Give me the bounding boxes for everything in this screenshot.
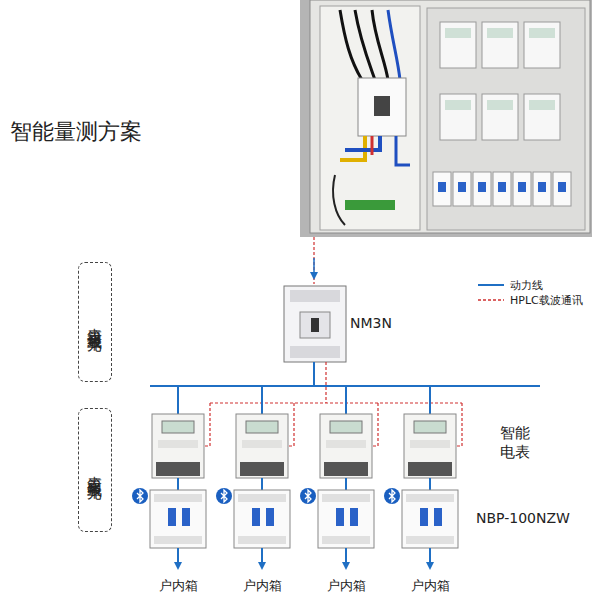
mcb-terminal bbox=[154, 536, 202, 544]
smart-meter bbox=[152, 414, 204, 478]
mcb-toggle bbox=[420, 508, 428, 526]
mcb-toggle bbox=[252, 508, 260, 526]
bluetooth-glyph bbox=[305, 490, 311, 502]
meter-display bbox=[414, 421, 446, 433]
mcb-toggle bbox=[434, 508, 442, 526]
bluetooth-icon bbox=[132, 488, 148, 504]
mcb-terminal bbox=[406, 536, 454, 544]
unit-label: 表箱进线单元 bbox=[86, 316, 104, 328]
meter-terminal bbox=[240, 462, 284, 476]
meter-plate bbox=[410, 440, 450, 448]
mcb-terminal bbox=[322, 536, 370, 544]
legend-sample bbox=[478, 299, 504, 301]
target-label: 户内箱 bbox=[390, 576, 470, 595]
target-label: 户内箱 bbox=[138, 576, 218, 595]
meter-terminal bbox=[324, 462, 368, 476]
mcb-toggle bbox=[350, 508, 358, 526]
mcb-toggle bbox=[336, 508, 344, 526]
legend-text: HPLC载波通讯 bbox=[510, 293, 583, 308]
mcb-breaker bbox=[318, 490, 374, 548]
meter-terminal bbox=[156, 462, 200, 476]
model-label: NM3N bbox=[350, 315, 392, 331]
mcb-terminal bbox=[406, 494, 454, 502]
target-label: 户内箱 bbox=[222, 576, 302, 595]
meter-plate bbox=[242, 440, 282, 448]
mcb-terminal bbox=[238, 536, 286, 544]
mcb-toggle bbox=[182, 508, 190, 526]
mcb-breaker bbox=[150, 490, 206, 548]
cabinet-photo bbox=[300, 0, 592, 237]
power-line bbox=[261, 386, 263, 414]
mcb-toggle bbox=[168, 508, 176, 526]
legend-text: 动力线 bbox=[510, 278, 543, 293]
power-line bbox=[261, 478, 263, 490]
mcb-breaker bbox=[402, 490, 458, 548]
power-line bbox=[177, 386, 179, 414]
mcb-terminal bbox=[322, 494, 370, 502]
bluetooth-icon bbox=[384, 488, 400, 504]
bluetooth-glyph bbox=[137, 490, 143, 502]
power-line bbox=[177, 478, 179, 490]
bluetooth-icon bbox=[300, 488, 316, 504]
power-line bbox=[313, 362, 315, 386]
outgoing-arrow bbox=[261, 548, 263, 566]
outgoing-arrow bbox=[345, 548, 347, 566]
title: 智能量测方案 bbox=[10, 117, 142, 147]
component-label: 智能 电表 bbox=[500, 424, 536, 462]
power-line bbox=[345, 478, 347, 490]
smart-meter bbox=[236, 414, 288, 478]
unit-label: 表箱出线单元 bbox=[86, 464, 104, 476]
incoming-arrow bbox=[313, 258, 315, 276]
meter-plate bbox=[326, 440, 366, 448]
meter-terminal bbox=[408, 462, 452, 476]
outgoing-arrow bbox=[177, 548, 179, 566]
power-line bbox=[429, 386, 431, 414]
unit-box: 表箱出线单元 bbox=[78, 408, 112, 532]
bluetooth-icon bbox=[216, 488, 232, 504]
meter-display bbox=[246, 421, 278, 433]
meter-display bbox=[162, 421, 194, 433]
target-label: 户内箱 bbox=[306, 576, 386, 595]
smart-meter bbox=[404, 414, 456, 478]
legend-sample bbox=[478, 284, 504, 286]
smart-meter bbox=[320, 414, 372, 478]
mccb-breaker bbox=[284, 286, 346, 362]
meter-display bbox=[330, 421, 362, 433]
unit-box: 表箱进线单元 bbox=[78, 262, 112, 382]
breaker-node: NM3N bbox=[282, 284, 402, 364]
power-line bbox=[345, 386, 347, 414]
bluetooth-glyph bbox=[221, 490, 227, 502]
mcb-terminal bbox=[154, 494, 202, 502]
hplc-line bbox=[313, 237, 314, 284]
model-label: NBP-100NZW bbox=[476, 509, 586, 528]
power-line bbox=[429, 478, 431, 490]
outgoing-arrow bbox=[429, 548, 431, 566]
meter-plate bbox=[158, 440, 198, 448]
mcb-terminal bbox=[238, 494, 286, 502]
mcb-breaker bbox=[234, 490, 290, 548]
bluetooth-glyph bbox=[389, 490, 395, 502]
mcb-toggle bbox=[266, 508, 274, 526]
